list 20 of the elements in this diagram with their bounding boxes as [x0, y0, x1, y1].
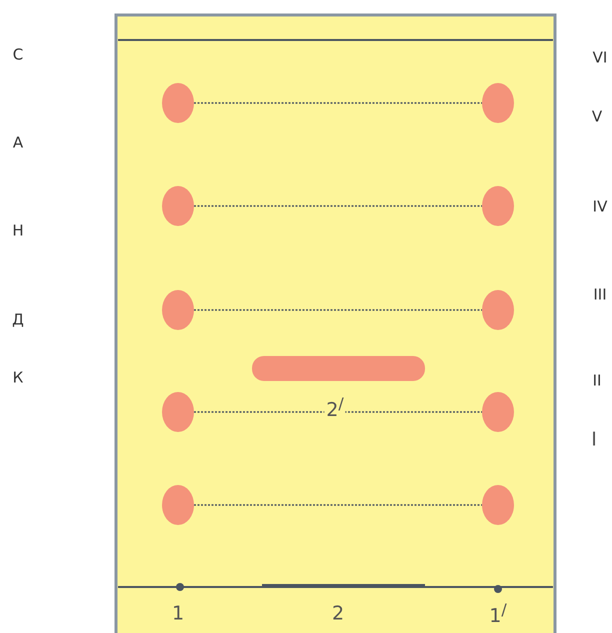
- dotted-line: [194, 205, 482, 207]
- label: V: [592, 110, 602, 124]
- label: Н: [12, 224, 24, 238]
- dotted-line: [194, 411, 482, 413]
- label: С: [12, 48, 24, 62]
- dotted-line: [194, 504, 482, 506]
- label: 1: [172, 604, 184, 624]
- dotted-line: [194, 309, 482, 311]
- label: II: [592, 374, 602, 388]
- spot-band: [252, 356, 424, 380]
- label: 2: [332, 604, 344, 624]
- label: IV: [592, 200, 608, 214]
- label: 1$^{/}$: [489, 602, 507, 626]
- label: I: [591, 430, 597, 450]
- label: VI: [592, 50, 608, 66]
- label: А: [12, 136, 24, 150]
- label: III: [593, 288, 607, 302]
- label: Д: [12, 312, 24, 328]
- dotted-line: [194, 102, 482, 104]
- label: К: [12, 370, 24, 386]
